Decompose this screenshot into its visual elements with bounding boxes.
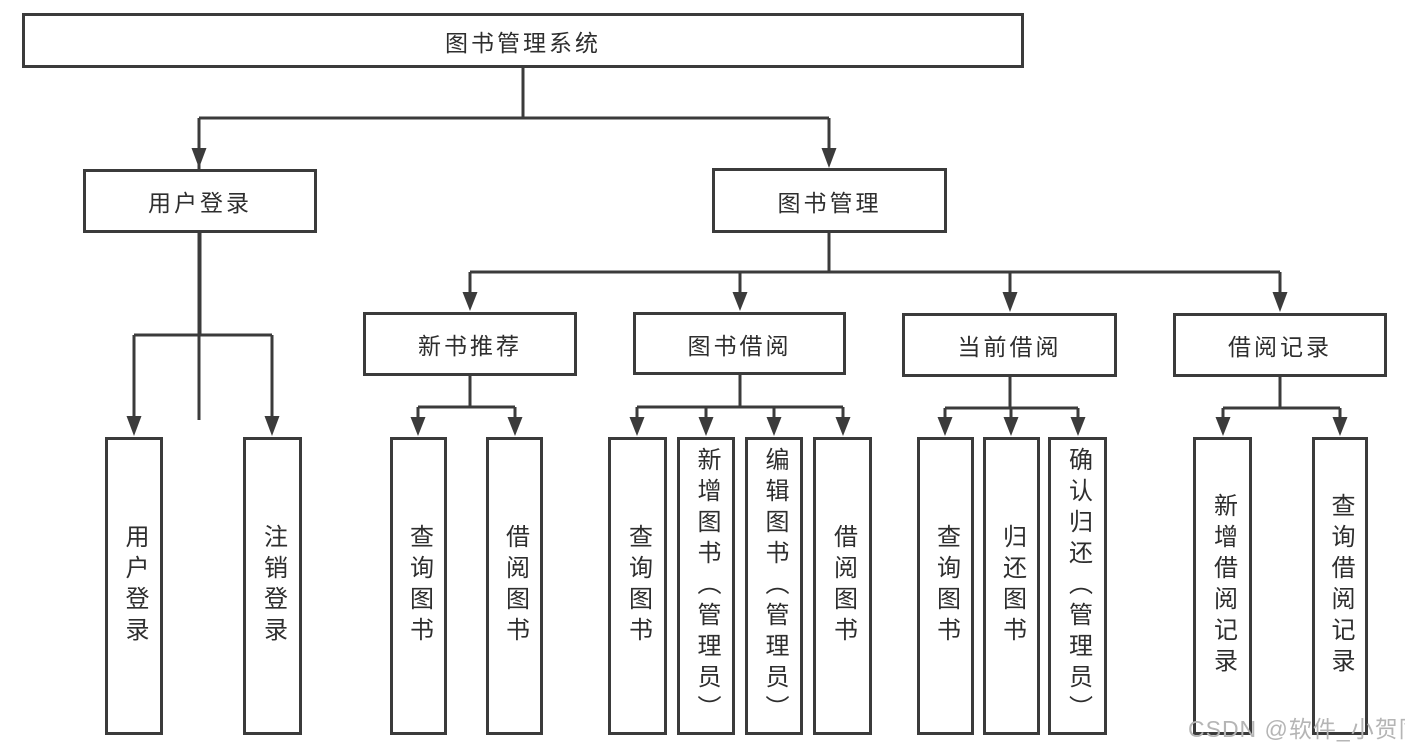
leaf-add-book-admin: 新增图书（管理员） [677, 437, 735, 735]
leaf-borrow-book-2: 借阅图书 [813, 437, 872, 735]
leaf-confirm-return-admin-label: 确认归还（管理员） [1064, 446, 1092, 726]
leaf-edit-book-admin-label: 编辑图书（管理员） [761, 446, 788, 726]
leaf-user-login: 用户登录 [105, 437, 163, 735]
leaf-query-book-3: 查询图书 [917, 437, 974, 735]
connector-book-management-branch [462, 233, 1288, 312]
connector-borrow-record-branch [1215, 377, 1348, 436]
node-user-login: 用户登录 [83, 169, 317, 233]
node-book-management: 图书管理 [712, 168, 947, 233]
leaf-user-login-label: 用户登录 [121, 524, 148, 648]
leaf-add-borrow-record-label: 新增借阅记录 [1209, 493, 1237, 679]
connector-new-book-branch [410, 376, 523, 436]
node-borrow-record: 借阅记录 [1173, 313, 1387, 377]
node-new-book-recommend: 新书推荐 [363, 312, 577, 376]
leaf-query-book-2: 查询图书 [608, 437, 667, 735]
leaf-borrow-book-2-label: 借阅图书 [829, 524, 857, 648]
node-current-borrow: 当前借阅 [902, 313, 1117, 377]
leaf-logout-label: 注销登录 [259, 524, 287, 648]
node-root-library-system: 图书管理系统 [22, 13, 1024, 68]
connector-current-borrow-branch [937, 377, 1086, 436]
leaf-return-book: 归还图书 [983, 437, 1040, 735]
leaf-borrow-book-1-label: 借阅图书 [501, 524, 529, 648]
watermark: CSDN @软件_小贺同学 [1188, 716, 1405, 742]
leaf-add-borrow-record: 新增借阅记录 [1193, 437, 1252, 735]
leaf-query-book-1-label: 查询图书 [405, 524, 433, 648]
leaf-logout: 注销登录 [243, 437, 302, 735]
leaf-query-borrow-record-label: 查询借阅记录 [1327, 493, 1354, 679]
leaf-query-book-1: 查询图书 [390, 437, 447, 735]
leaf-borrow-book-1: 借阅图书 [486, 437, 543, 735]
node-book-borrow: 图书借阅 [633, 312, 846, 375]
connector-user-login-branch [126, 233, 280, 436]
leaf-add-book-admin-label: 新增图书（管理员） [693, 446, 720, 726]
leaf-query-borrow-record: 查询借阅记录 [1312, 437, 1368, 735]
leaf-query-book-3-label: 查询图书 [932, 524, 960, 648]
leaf-confirm-return-admin: 确认归还（管理员） [1048, 437, 1107, 735]
connector-book-borrow-branch [629, 375, 851, 436]
leaf-return-book-label: 归还图书 [998, 524, 1026, 648]
leaf-query-book-2-label: 查询图书 [624, 524, 652, 648]
leaf-edit-book-admin: 编辑图书（管理员） [745, 437, 803, 735]
